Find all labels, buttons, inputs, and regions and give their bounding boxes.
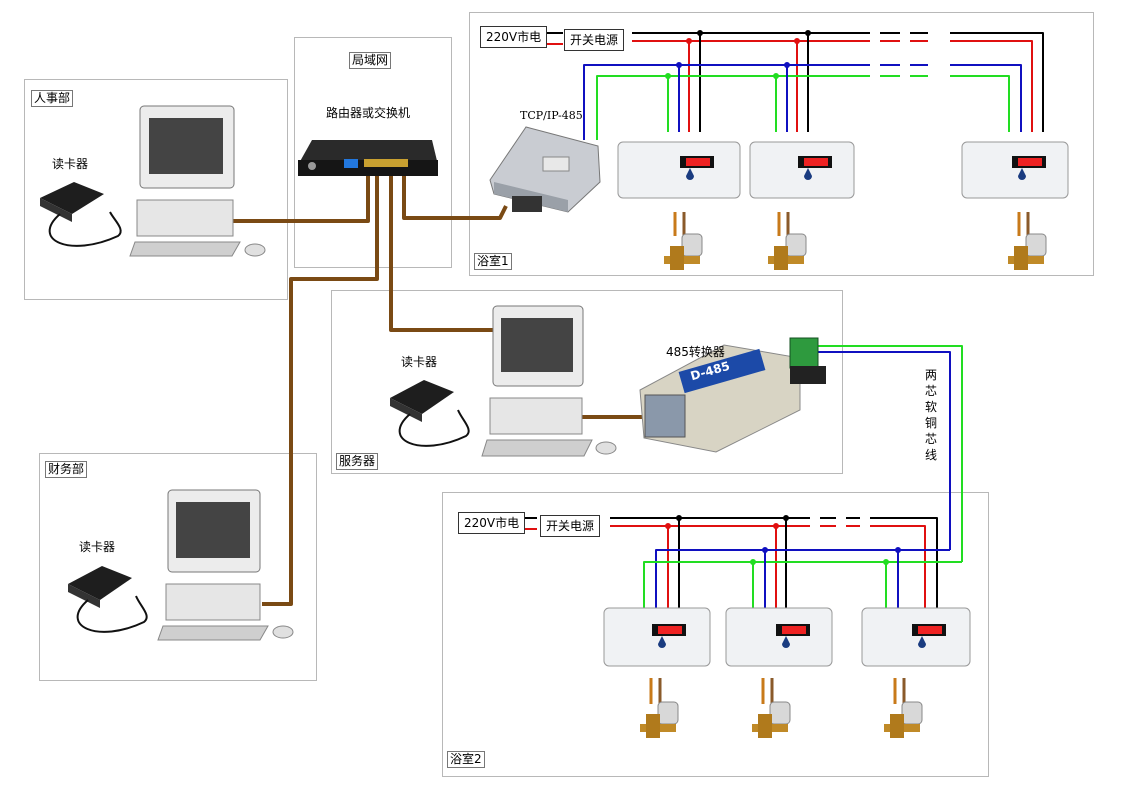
bath2-psu-label: 开关电源 bbox=[540, 515, 601, 537]
bath2-mains-label: 220V市电 bbox=[458, 512, 526, 534]
bath1-title: 浴室1 bbox=[474, 253, 512, 270]
controller-icon bbox=[725, 607, 833, 667]
controller-icon bbox=[961, 141, 1069, 199]
controller-icon bbox=[749, 141, 855, 199]
rs485-converter-label: 485转换器 bbox=[666, 345, 725, 359]
cable-tcp-485 bbox=[402, 168, 508, 220]
solenoid-valve-icon bbox=[884, 701, 923, 738]
bath1-power-wires bbox=[547, 32, 1044, 132]
cable-finance-pc bbox=[262, 168, 379, 606]
hr-card-reader-icon bbox=[40, 182, 122, 247]
bath2-controller-icons bbox=[603, 607, 971, 667]
rs485-trunk bbox=[818, 345, 963, 562]
network-cables bbox=[232, 168, 645, 606]
tcp-485-label: TCP/IP-485 bbox=[520, 109, 583, 122]
cable-hr-pc bbox=[232, 168, 370, 223]
solenoid-valve-icon bbox=[752, 701, 791, 738]
bath1-psu-label: 开关电源 bbox=[564, 29, 625, 51]
bath2-title: 浴室2 bbox=[447, 751, 485, 768]
controller-icon bbox=[603, 607, 711, 667]
hr-department-title: 人事部 bbox=[31, 90, 74, 107]
valve-leads bbox=[649, 212, 1030, 704]
bath1-bus-wires bbox=[583, 64, 1022, 140]
router-label: 路由器或交换机 bbox=[326, 106, 411, 120]
lan-title: 局域网 bbox=[349, 52, 392, 69]
cable-server-pc bbox=[389, 168, 494, 332]
bath2-bus-wires bbox=[643, 549, 962, 610]
finance-card-reader-icon bbox=[68, 566, 148, 633]
solenoid-valve-icon bbox=[768, 233, 807, 270]
solenoid-valve-icon bbox=[1008, 233, 1047, 270]
hr-card-reader-label: 读卡器 bbox=[52, 157, 89, 171]
valve-icons bbox=[640, 233, 1047, 738]
finance-computer-icon bbox=[157, 489, 294, 641]
controller-icon bbox=[617, 141, 741, 199]
solenoid-valve-icon bbox=[640, 701, 679, 738]
tcp-485-converter-icon bbox=[489, 126, 601, 213]
server-card-reader-label: 读卡器 bbox=[401, 355, 438, 369]
server-title: 服务器 bbox=[336, 453, 379, 470]
router-icon bbox=[298, 140, 438, 176]
cable-type-label: 两 芯 软 铜 芯 线 bbox=[924, 368, 937, 462]
server-computer-icon bbox=[481, 305, 617, 457]
finance-department-title: 财务部 bbox=[45, 461, 88, 478]
finance-card-reader-label: 读卡器 bbox=[79, 540, 116, 554]
server-card-reader-icon bbox=[390, 380, 470, 447]
bath1-controller-icons bbox=[617, 141, 1069, 199]
solenoid-valve-icon bbox=[664, 233, 703, 270]
rs485-converter-icon bbox=[639, 337, 826, 453]
hr-computer-icon bbox=[129, 105, 266, 257]
junction-dots bbox=[665, 30, 901, 565]
bath1-mains-label: 220V市电 bbox=[480, 26, 548, 48]
controller-icon bbox=[861, 607, 971, 667]
